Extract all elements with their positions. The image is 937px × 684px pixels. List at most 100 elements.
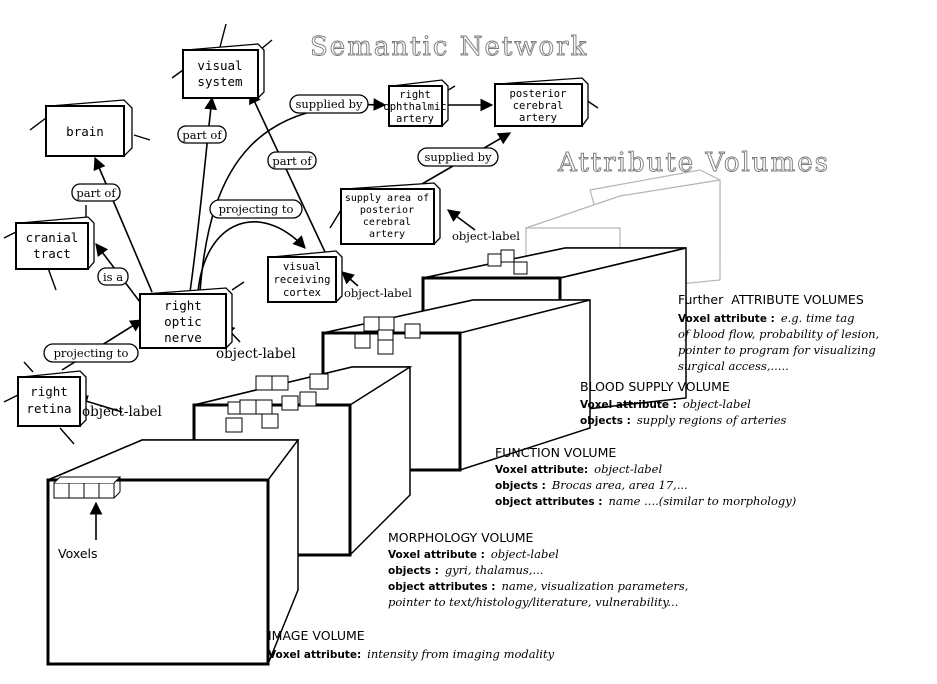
object-label-supply-area: object-label [452, 229, 520, 243]
morphology-oa-val: name, visualization parameters, [502, 579, 689, 593]
function-attr-val: object-label [594, 462, 662, 476]
caption-function: FUNCTION VOLUME Voxel attribute: object-l… [495, 445, 796, 508]
node-stubs [3, 23, 599, 445]
edge-is-a: is a [103, 270, 123, 284]
blood-obj-val: supply regions of arteries [637, 413, 787, 427]
node-cortex-line3: cortex [283, 287, 321, 299]
function-oa-key: object attributes : [495, 496, 603, 508]
node-supply-line3: cerebral [363, 217, 411, 228]
morphology-attr-key: Voxel attribute : [388, 549, 485, 561]
node-visual-system [182, 43, 265, 99]
edge-projecting-to-nerve: projecting to [54, 346, 129, 360]
function-title: FUNCTION VOLUME [495, 445, 616, 460]
node-posterior-line1: posterior [510, 88, 567, 100]
node-brain [45, 99, 133, 157]
node-cranial-line2: tract [33, 246, 71, 261]
further-attr-val: e.g. time tag [781, 311, 855, 325]
node-texts: visual system brain right ophthalmic art… [26, 58, 567, 416]
function-attr-key: Voxel attribute: [495, 464, 588, 476]
blood-obj-key: objects : [580, 415, 631, 427]
morphology-attr-val: object-label [491, 547, 559, 561]
node-supply-line1: supply area of [345, 193, 429, 204]
morphology-title: MORPHOLOGY VOLUME [388, 530, 534, 545]
object-label-cortex: object-label [344, 286, 412, 300]
node-cortex-line2: receiving [274, 274, 331, 286]
object-label-texts: object-label object-label object-label o… [82, 229, 520, 420]
node-posterior-cerebral-artery [494, 77, 589, 127]
node-retina-line2: retina [26, 401, 71, 416]
node-nerve-line1: right [164, 298, 202, 313]
svg-text:objects :supply regions of art: objects : supply regions of arteries [580, 413, 787, 427]
blood-attr-key: Voxel attribute : [580, 399, 677, 411]
morphology-obj-key: objects : [388, 565, 439, 577]
caption-blood-supply: BLOOD SUPPLY VOLUME Voxel attribute : obj… [580, 379, 787, 427]
svg-text:objects :Brocas area, area 17,: objects : Brocas area, area 17,... [495, 478, 688, 492]
node-nerve-line2: optic [164, 314, 202, 329]
node-visual-system-line1: visual [197, 58, 242, 73]
node-boxes [15, 43, 589, 427]
node-ophthalmic-line2: ophthalmic [383, 101, 446, 113]
image-volume-box [46, 439, 300, 666]
node-supply-line2: posterior [360, 205, 414, 216]
edge-part-of-cortex: part of [272, 154, 312, 168]
node-posterior-line3: artery [519, 112, 557, 124]
voxel-cluster-function [354, 316, 421, 355]
blood-attr-val: object-label [683, 397, 751, 411]
image-title: IMAGE VOLUME [268, 628, 365, 643]
caption-morphology: MORPHOLOGY VOLUME Voxel attribute : objec… [388, 530, 688, 609]
further-title-prefix: Further [678, 292, 724, 307]
voxel-cluster-blood [487, 249, 528, 275]
object-label-retina: object-label [82, 404, 162, 420]
node-posterior-line2: cerebral [513, 100, 564, 112]
further-attr-key: Voxel attribute : [678, 313, 775, 325]
title-semantic-network: Semantic Network [310, 32, 588, 62]
node-ophthalmic-line1: right [399, 89, 431, 101]
svg-text:object attributes :name ....(s: object attributes : name ....(similar to … [495, 494, 796, 508]
voxels-label: Voxels [58, 546, 98, 561]
svg-text:Voxel attribute :object-label: Voxel attribute : object-label [580, 397, 751, 411]
function-obj-val: Brocas area, area 17,... [551, 478, 688, 492]
svg-text:object attributes :name, visua: object attributes : name, visualization p… [388, 579, 688, 593]
object-label-nerve: object-label [216, 346, 296, 362]
further-line-3: surgical access,..... [678, 359, 789, 373]
edge-supplied-by-1: supplied by [295, 97, 363, 111]
node-cranial-tract [15, 216, 95, 270]
function-obj-key: objects : [495, 480, 546, 492]
morphology-obj-val: gyri, thalamus,... [445, 563, 544, 577]
svg-text:Voxel attribute :object-label: Voxel attribute : object-label [388, 547, 559, 561]
svg-text:Voxel attribute:intensity from: Voxel attribute:intensity from imaging m… [268, 647, 555, 661]
svg-text:Voxel attribute :e.g. time tag: Voxel attribute : e.g. time tag [678, 311, 854, 325]
blood-title: BLOOD SUPPLY VOLUME [580, 379, 730, 394]
morphology-oa-key: object attributes : [388, 581, 496, 593]
image-attr-val: intensity from imaging modality [367, 647, 554, 661]
node-cranial-line1: cranial [26, 230, 79, 245]
edge-label-texts: part of part of part of supplied by supp… [54, 97, 492, 360]
further-line-2: pointer to program for visualizing [678, 343, 876, 357]
morphology-oa-val-2: pointer to text/histology/literature, vu… [388, 595, 678, 609]
node-ophthalmic-line3: artery [396, 113, 434, 125]
voxel-cluster-morphology [225, 373, 329, 433]
edge-label-pills [43, 94, 499, 363]
node-supply-line4: artery [369, 229, 405, 240]
node-right-optic-nerve [139, 287, 233, 349]
function-oa-val: name ....(similar to morphology) [609, 494, 797, 508]
edge-part-of-brain: part of [76, 186, 116, 200]
node-retina-line1: right [30, 384, 68, 399]
svg-text:objects :gyri, thalamus,...: objects : gyri, thalamus,... [388, 563, 543, 577]
svg-text:Voxel attribute:object-label: Voxel attribute: object-label [495, 462, 662, 476]
node-brain-line1: brain [66, 124, 104, 139]
edge-part-of-visual: part of [182, 128, 222, 142]
edge-supplied-by-2: supplied by [424, 150, 492, 164]
node-nerve-line3: nerve [164, 330, 202, 345]
caption-image: IMAGE VOLUME Voxel attribute:intensity f… [268, 628, 555, 661]
node-cortex-line1: visual [283, 261, 321, 273]
node-supply-area [340, 182, 441, 245]
further-line-1: of blood flow, probability of lesion, [678, 327, 879, 341]
edge-projecting-to-cortex: projecting to [219, 202, 294, 216]
voxel-row-image [53, 476, 122, 499]
node-visual-system-line2: system [197, 74, 242, 89]
